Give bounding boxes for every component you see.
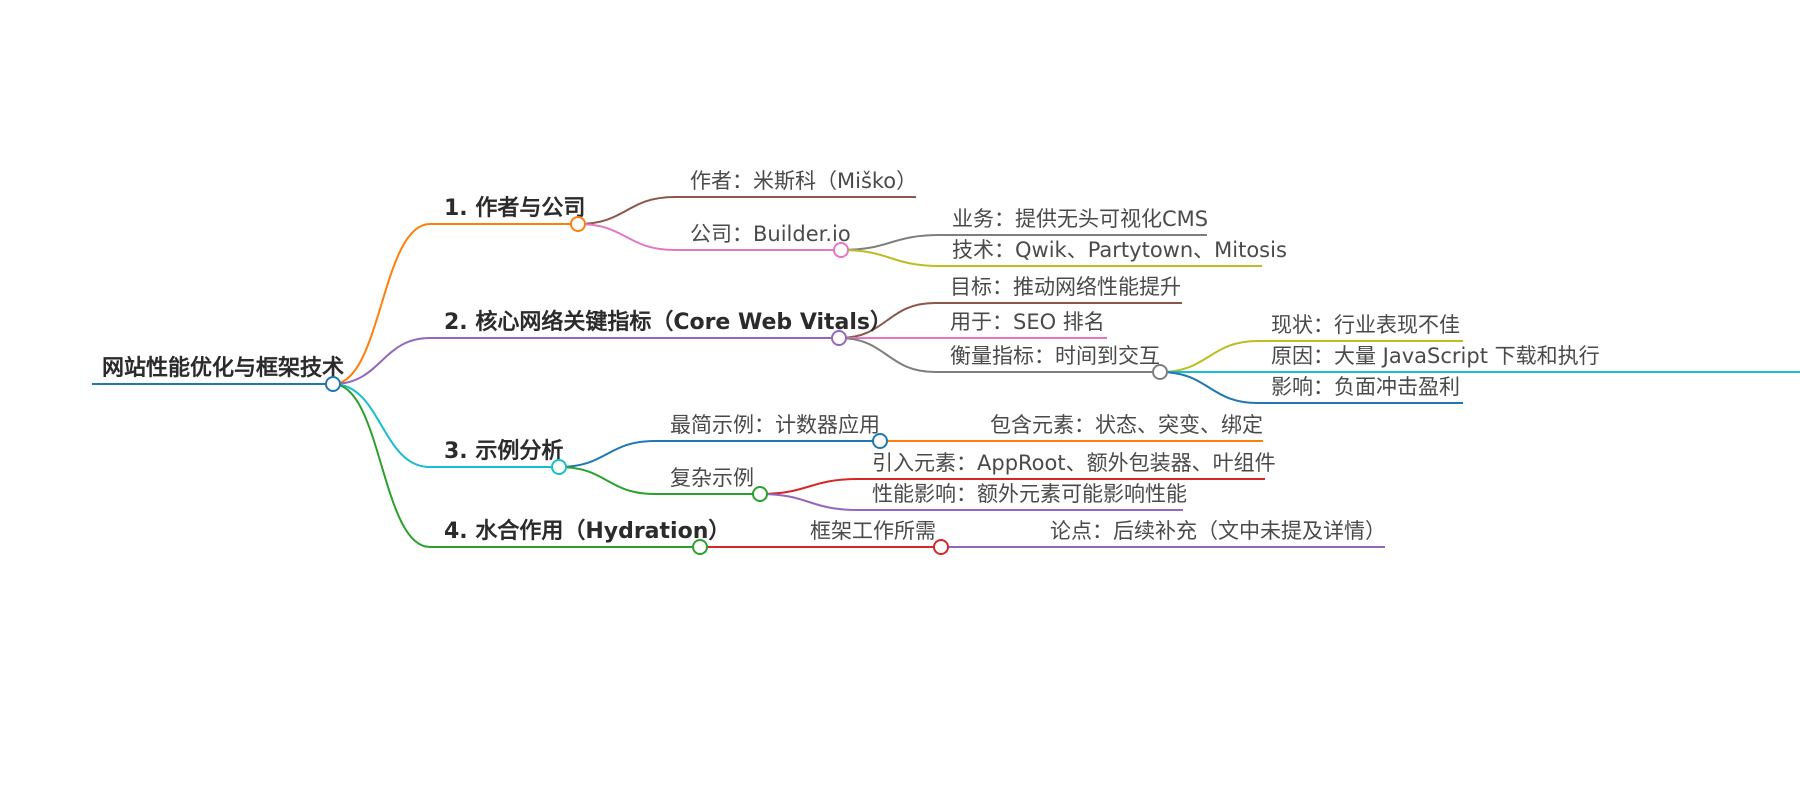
- mindmap-underlines: [92, 196, 1800, 548]
- mindmap-labels: 网站性能优化与框架技术 1. 作者与公司 作者：米斯科（Miško） 公司：Build…: [102, 169, 1600, 544]
- edge-r1-2-2: [1159, 371, 1259, 404]
- edge-r2: [332, 383, 431, 468]
- edge-r1-2-0: [1159, 340, 1259, 373]
- mindmap-edges: [332, 196, 1259, 548]
- mindmap-node-toggles: [325, 216, 1168, 555]
- collapse-toggle-r3-0[interactable]: [933, 539, 949, 555]
- node-label-r0-1-0: 业务：提供无头可视化CMS: [952, 207, 1208, 231]
- collapse-toggle-r1[interactable]: [831, 330, 847, 346]
- edge-r3: [332, 383, 431, 548]
- node-label-r1-2-1: 原因：大量 JavaScript 下载和执行: [1271, 344, 1600, 368]
- node-label-r2-0-0: 包含元素：状态、突变、绑定: [990, 413, 1263, 437]
- node-label-r1-2-0: 现状：行业表现不佳: [1271, 313, 1460, 337]
- node-label-r3-0: 框架工作所需: [810, 519, 936, 543]
- node-label-r0-1-1: 技术：Qwik、Partytown、Mitosis: [952, 238, 1287, 262]
- edge-r1: [332, 337, 431, 385]
- edge-r0-1: [577, 223, 676, 251]
- node-label-r2-1-0: 引入元素：AppRoot、额外包装器、叶组件: [872, 451, 1276, 475]
- node-label-r: 网站性能优化与框架技术: [102, 355, 344, 381]
- node-label-r0: 1. 作者与公司: [444, 196, 585, 221]
- edge-r2-1-1: [759, 493, 859, 511]
- edge-r2-1: [558, 466, 656, 495]
- edge-r2-0: [558, 440, 656, 468]
- edge-r0-0: [577, 196, 676, 225]
- collapse-toggle-r1-2[interactable]: [1152, 364, 1168, 380]
- node-label-r1-1: 用于：SEO 排名: [950, 310, 1105, 334]
- node-label-r2: 3. 示例分析: [444, 439, 563, 464]
- edge-r0-1-0: [840, 234, 941, 251]
- node-label-r1-2: 衡量指标：时间到交互: [950, 344, 1160, 368]
- collapse-toggle-r3[interactable]: [692, 539, 708, 555]
- node-label-r3: 4. 水合作用（Hydration）: [444, 518, 730, 544]
- node-label-r2-0: 最简示例：计数器应用: [670, 413, 880, 437]
- collapse-toggle-r2[interactable]: [551, 459, 567, 475]
- node-label-r1: 2. 核心网络关键指标（Core Web Vitals）: [444, 309, 892, 335]
- node-label-r1-0: 目标：推动网络性能提升: [950, 275, 1181, 299]
- edge-r1-0: [838, 302, 936, 339]
- node-label-r3-0-0: 论点：后续补充（文中未提及详情）: [1050, 519, 1386, 543]
- edge-r0: [332, 223, 431, 385]
- collapse-toggle-r2-0[interactable]: [872, 433, 888, 449]
- collapse-toggle-r2-1[interactable]: [752, 486, 768, 502]
- edge-r1-2: [838, 337, 936, 373]
- node-label-r2-1: 复杂示例: [670, 466, 754, 490]
- node-label-r0-0: 作者：米斯科（Miško）: [690, 169, 917, 193]
- collapse-toggle-r[interactable]: [325, 376, 341, 392]
- node-label-r1-2-2: 影响：负面冲击盈利: [1271, 375, 1460, 399]
- node-label-r2-1-1: 性能影响：额外元素可能影响性能: [872, 482, 1187, 506]
- node-label-r0-1: 公司：Builder.io: [690, 222, 851, 246]
- edge-r0-1-1: [840, 249, 941, 267]
- collapse-toggle-r0-1[interactable]: [833, 242, 849, 258]
- collapse-toggle-r0[interactable]: [570, 216, 586, 232]
- edge-r2-1-0: [759, 478, 859, 495]
